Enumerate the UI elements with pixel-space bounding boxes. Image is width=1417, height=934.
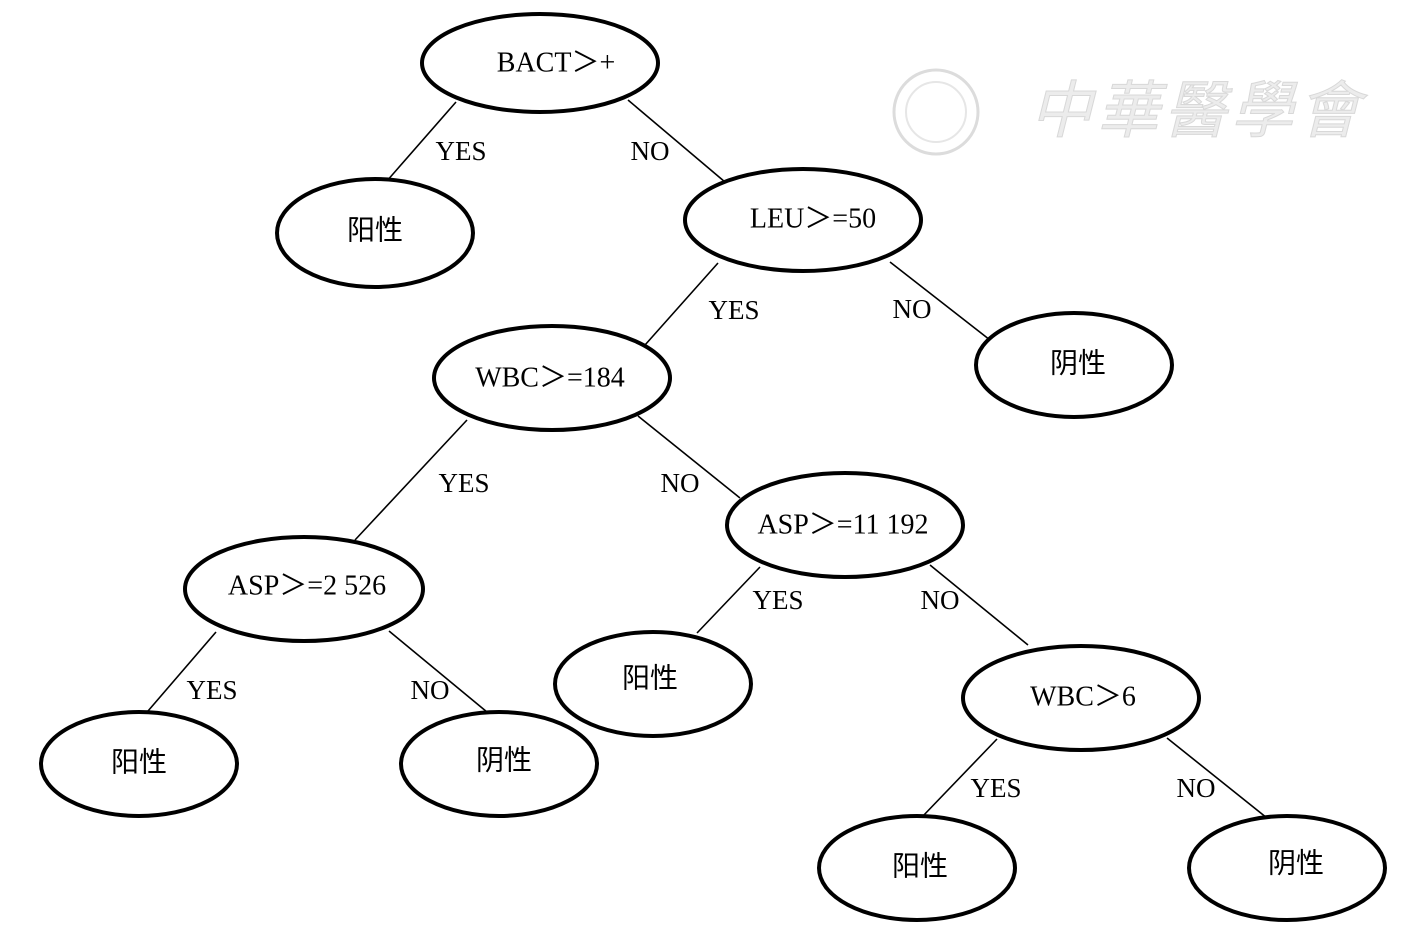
edge-wbc184-yes [354,419,468,541]
edge-label-yes: YES [435,136,486,166]
edge-label-no: NO [893,294,932,324]
node-label: 阳性 [347,214,403,246]
node-shape [39,710,239,818]
node-label: WBC＞6 [1030,681,1136,712]
edge-asp11192-no [929,564,1029,646]
node-shape [183,535,425,643]
node-label: WBC＞=184 [475,362,625,393]
edge-label-no: NO [411,675,450,705]
node-pos2: 阳性 [39,710,239,818]
node-shape [399,710,599,818]
edge-asp2526-no [388,630,488,713]
node-shape [725,471,965,579]
edge-asp11192-yes [696,566,761,634]
edge-label-no: NO [1177,773,1216,803]
seal-inner-ring [905,81,967,143]
edge-root-yes [385,101,457,183]
node-shape [553,630,753,738]
node-shape [1187,814,1387,922]
node-label: ASP＞=11 192 [757,509,928,540]
edge-label-yes: YES [438,468,489,498]
edge-leu-yes [644,262,719,346]
node-wbc184: WBC＞=184 [432,324,672,432]
node-pos4: 阳性 [817,814,1017,922]
watermark: 中華醫學會 [892,68,1368,156]
edge-wbc6-no [1166,737,1268,819]
node-shape [974,311,1174,419]
node-pos1: 阳性 [275,177,475,289]
node-shape [275,177,475,289]
node-pos3: 阳性 [553,630,753,738]
edges [147,99,1268,819]
edge-labels: YES NO YES NO YES NO YES NO YES NO YES N… [186,136,1215,803]
node-shape [683,167,923,273]
node-shape [420,12,660,114]
society-seal-logo [892,68,980,156]
node-shape [817,814,1017,922]
node-shape [961,644,1201,752]
node-label: 阳性 [111,746,167,778]
node-label: LEU＞=50 [750,203,876,234]
node-shape [432,324,672,432]
edge-label-no: NO [631,136,670,166]
node-label: 阳性 [892,850,948,882]
node-label: ASP＞=2 526 [228,570,386,601]
node-asp2526: ASP＞=2 526 [183,535,425,643]
edge-wbc184-no [637,415,741,499]
watermark-text: 中華醫學會 [1030,74,1368,147]
edge-label-no: NO [921,585,960,615]
node-label: 阴性 [1268,847,1324,879]
edge-label-yes: YES [752,585,803,615]
node-leu: LEU＞=50 [683,167,923,273]
edge-label-yes: YES [186,675,237,705]
node-label: 阴性 [476,744,532,776]
node-label: 阳性 [622,662,678,694]
node-neg3: 阴性 [1187,814,1387,922]
edge-leu-no [889,261,991,341]
edge-label-yes: YES [708,295,759,325]
node-neg2: 阴性 [399,710,599,818]
node-label: 阴性 [1050,347,1106,379]
edge-asp2526-yes [147,631,217,712]
node-asp11192: ASP＞=11 192 [725,471,965,579]
edge-wbc6-yes [921,738,998,818]
node-root: BACT＞+ [420,12,660,114]
node-label: BACT＞+ [497,47,615,78]
edge-label-no: NO [661,468,700,498]
edge-root-no [627,99,726,183]
node-neg1: 阴性 [974,311,1174,419]
edge-label-yes: YES [970,773,1021,803]
node-wbc6: WBC＞6 [961,644,1201,752]
